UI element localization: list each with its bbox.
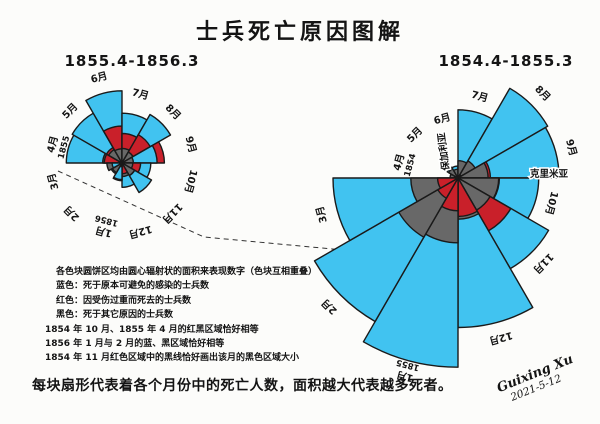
legend-line-black: 黑色：死于其它原因的士兵数	[56, 310, 174, 321]
wedge-8月-blue	[457, 87, 549, 179]
month-label-6月: 6月	[89, 70, 108, 86]
left-chart-period-label: 1855.4-1856.3	[64, 52, 200, 70]
legend-line-blue: 蓝色：死于原本可避免的感染的士兵数	[56, 281, 210, 292]
month-label-1月: 1月	[395, 368, 414, 384]
month-label-8月: 8月	[532, 83, 552, 103]
month-label-2月: 2月	[62, 203, 82, 223]
month-label-5月: 5月	[405, 125, 425, 145]
wedge-3月-red	[436, 177, 459, 189]
month-label-7月: 7月	[131, 86, 150, 102]
legend-note-black-line-nov: 1854 年 11 月红色区域中的黑线恰好画出该月的黑色区域大小	[45, 353, 299, 364]
month-label-9月: 9月	[563, 138, 579, 157]
bottom-caption: 每块扇形代表着各个月份中的死亡人数，面积越大代表越多死者。	[32, 378, 453, 394]
page-title: 士兵死亡原因图解	[195, 20, 404, 45]
right-chart-period-label: 1854.4-1855.3	[438, 52, 574, 70]
month-label-1月: 1月	[94, 224, 113, 240]
month-label-4月: 4月	[45, 135, 61, 154]
legend-line-red: 红色：因受伤过重而死去的士兵数	[56, 295, 192, 306]
month-label-5月: 5月	[60, 101, 80, 121]
month-label-2月: 2月	[319, 296, 339, 316]
month-label-6月: 6月	[432, 111, 451, 127]
month-label-10月: 10月	[543, 190, 561, 216]
month-label-3月: 3月	[314, 205, 330, 224]
region-label-crimea: 克里米亚	[530, 168, 569, 180]
month-label-4月: 4月	[391, 152, 407, 171]
month-label-8月: 8月	[163, 102, 183, 122]
month-label-3月: 3月	[45, 172, 61, 191]
month-label-9月: 9月	[183, 135, 199, 154]
legend-text-block: 各色块圆饼区均由圆心辐射状的面积来表现数字（色块互相重叠） 蓝色：死于原本可避免…	[45, 265, 318, 366]
month-label-10月: 10月	[182, 168, 200, 194]
month-label-7月: 7月	[470, 89, 489, 105]
month-label-12月: 12月	[488, 329, 514, 347]
legend-note-red-black-equal: 1854 年 10 月、1855 年 4 月的红黑区域恰好相等	[45, 324, 259, 335]
legend-note-blue-black-equal: 1856 年 1 月与 2 月的蓝、黑区域恰好相等	[45, 339, 225, 350]
region-label-bulgaria: 保加利亚	[435, 131, 452, 172]
legend-line-overlap-note: 各色块圆饼区均由圆心辐射状的面积来表现数字（色块互相重叠）	[56, 267, 318, 277]
month-label-11月: 11月	[531, 251, 556, 276]
wedge-3月-blue	[111, 162, 123, 169]
month-label-11月: 11月	[160, 201, 185, 226]
month-label-12月: 12月	[127, 223, 153, 241]
